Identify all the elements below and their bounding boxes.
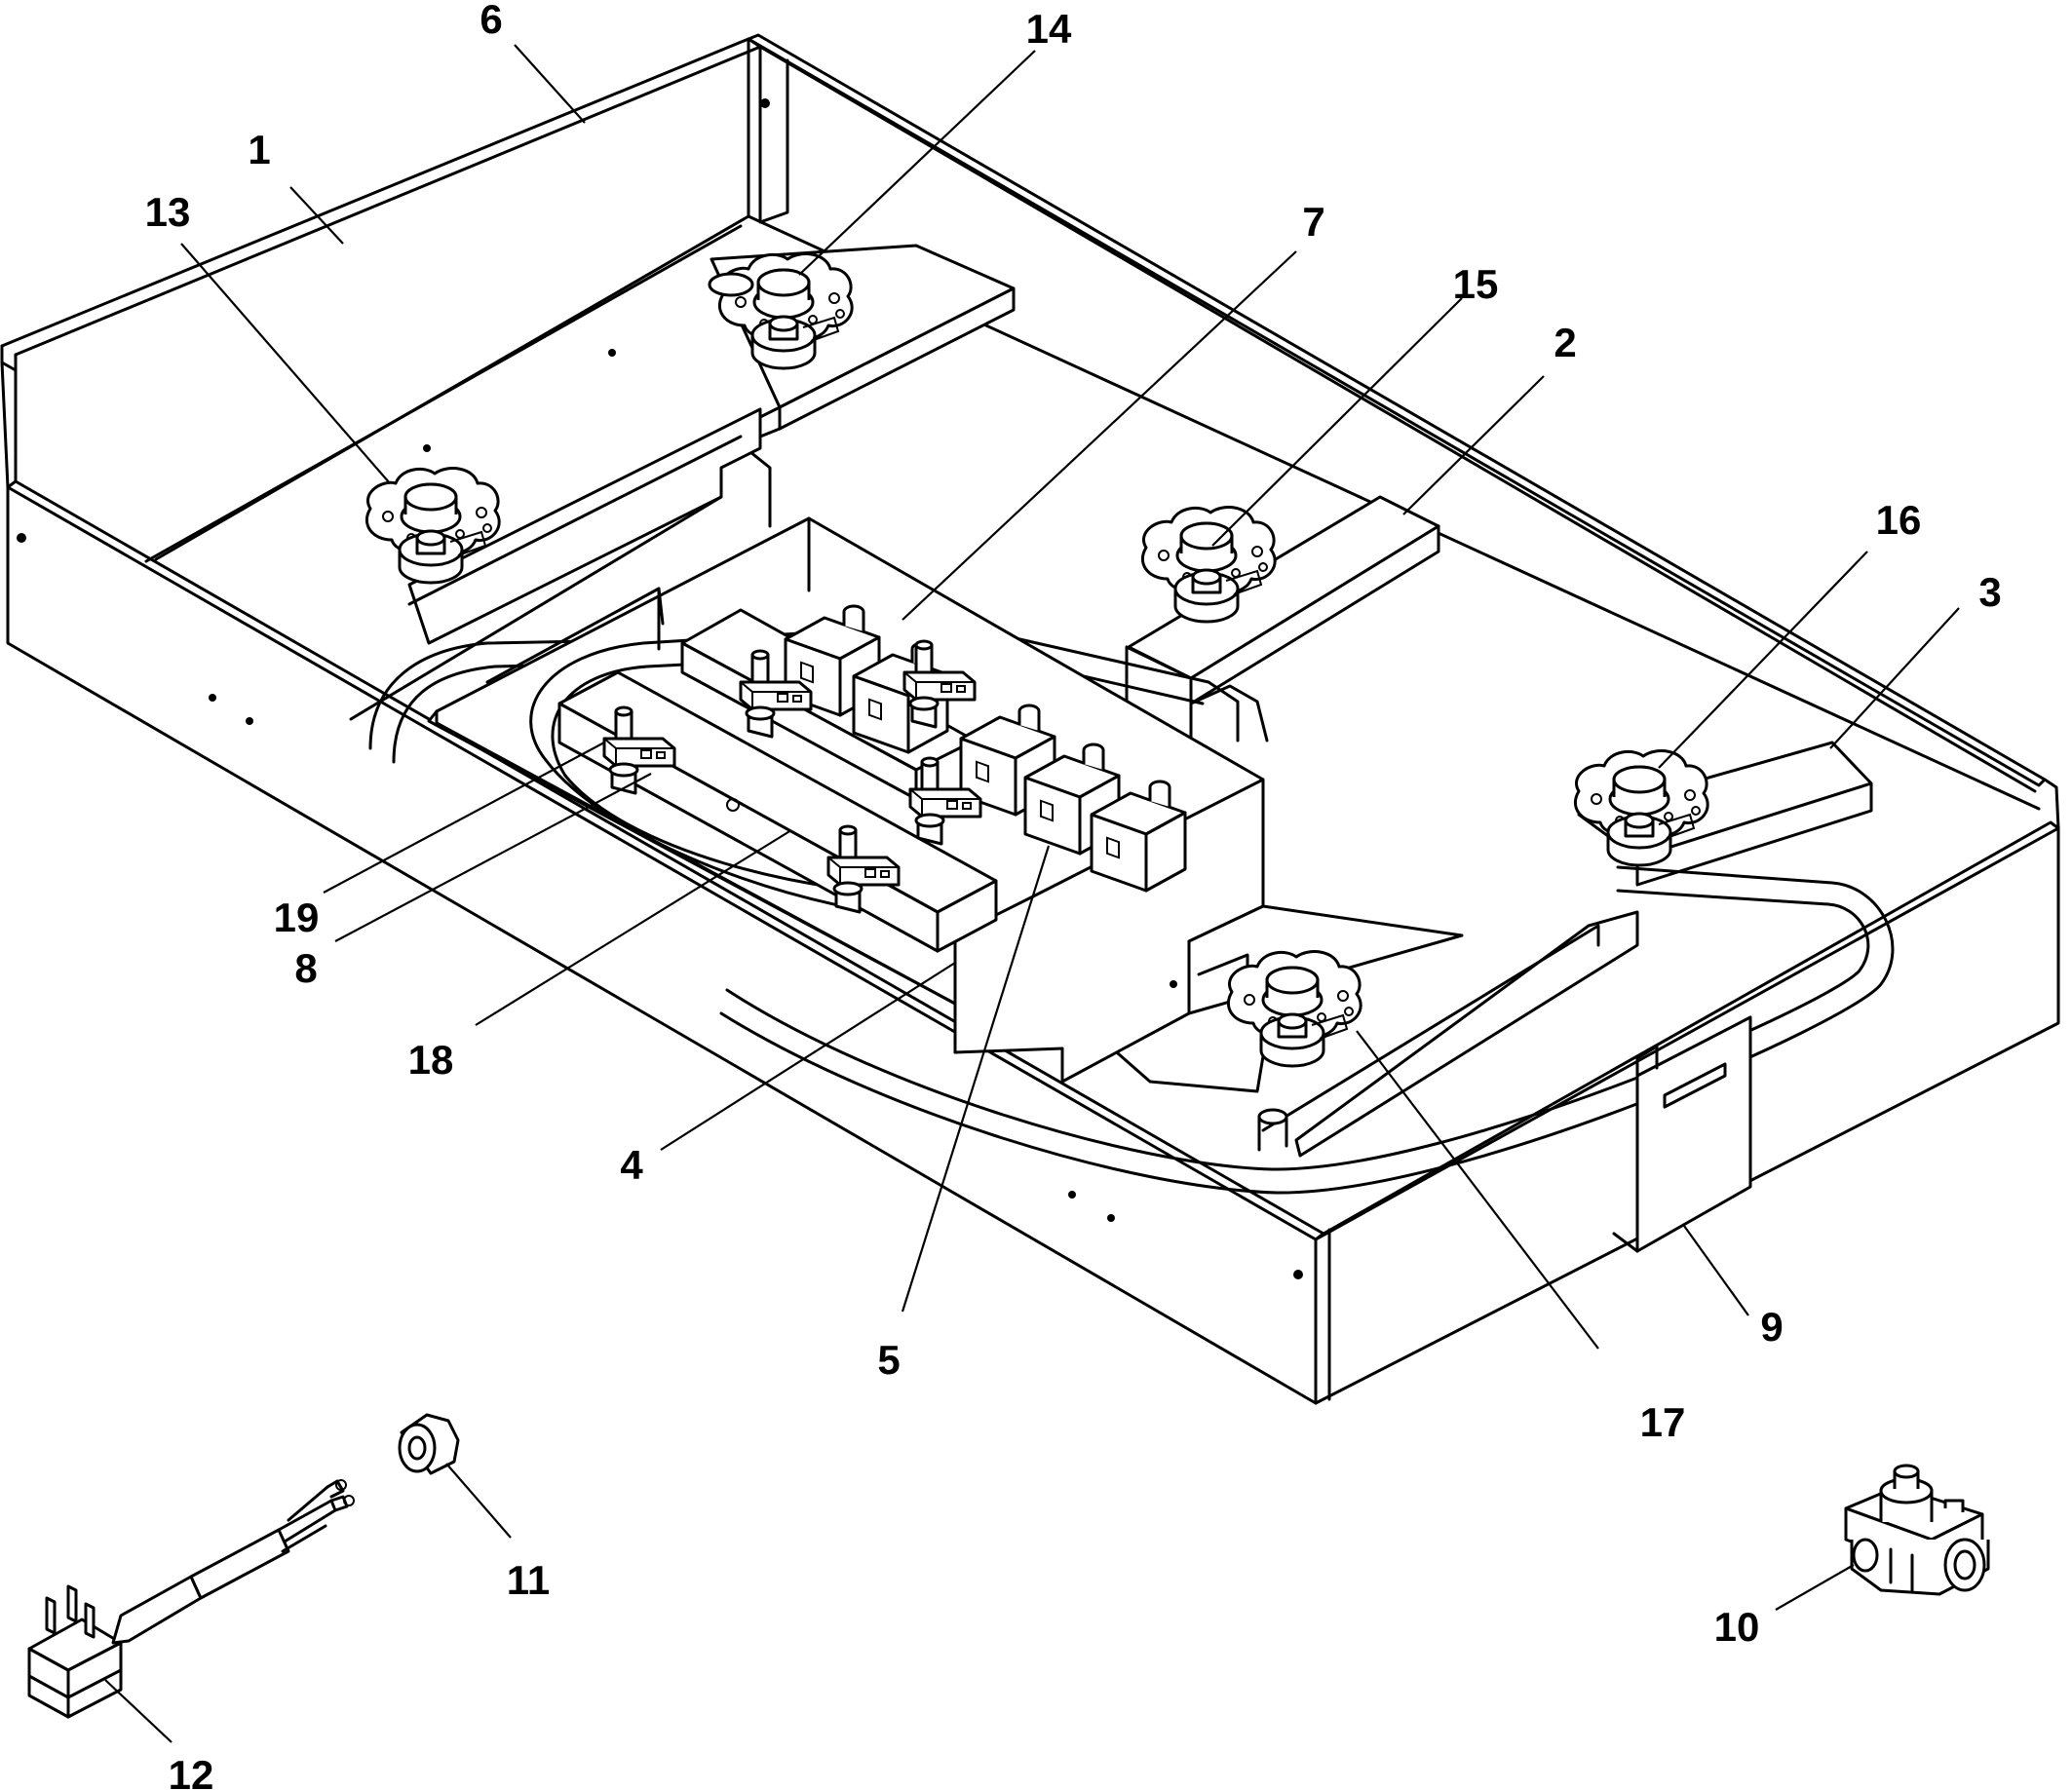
power-cord-12 (27, 1479, 355, 1719)
callout-1: 1 (248, 127, 270, 172)
callout-9: 9 (1760, 1304, 1783, 1350)
callout-14: 14 (1026, 6, 1072, 52)
callout-11: 11 (507, 1557, 550, 1603)
callout-18: 18 (408, 1037, 454, 1083)
callout-3: 3 (1978, 569, 2001, 615)
callout-12: 12 (169, 1752, 214, 1790)
leader-lines (104, 44, 1960, 1743)
callout-15: 15 (1453, 261, 1499, 307)
bushing-11 (398, 1413, 460, 1475)
callout-13: 13 (145, 189, 191, 235)
callout-6: 6 (480, 0, 502, 42)
callout-8: 8 (294, 945, 317, 991)
callout-5: 5 (877, 1337, 900, 1383)
callout-4: 4 (620, 1142, 643, 1188)
callout-19: 19 (274, 895, 320, 940)
callout-7: 7 (1302, 199, 1324, 245)
callout-2: 2 (1554, 320, 1576, 365)
callout-10: 10 (1714, 1604, 1760, 1650)
pressure-regulator-10 (1844, 1464, 1990, 1596)
callout-17: 17 (1640, 1399, 1686, 1445)
callout-16: 16 (1876, 497, 1922, 543)
